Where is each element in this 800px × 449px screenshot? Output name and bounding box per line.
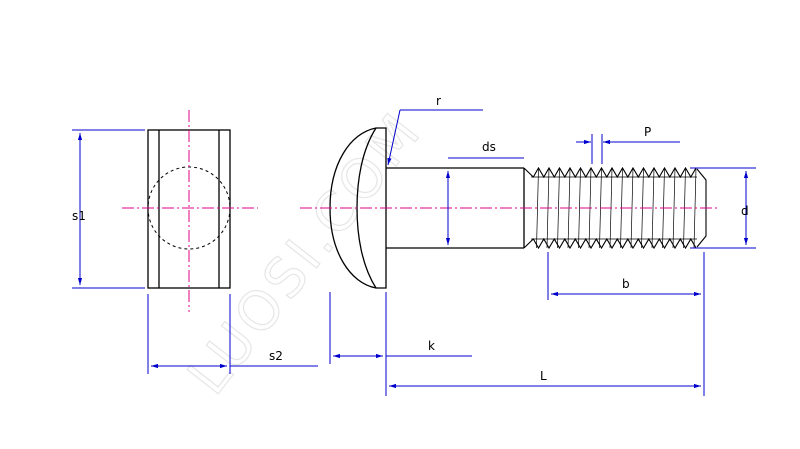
dimension-ds <box>445 157 524 245</box>
label-p: P <box>644 125 651 139</box>
thread-top-profile <box>523 166 697 179</box>
dimension-s1 <box>72 129 145 289</box>
label-b: b <box>622 277 630 291</box>
label-k: k <box>428 339 435 353</box>
thread-bottom-profile <box>523 237 697 250</box>
thread-crest-line <box>672 167 676 249</box>
dimension-s2 <box>147 294 318 374</box>
dimension-b <box>547 252 705 396</box>
dimension-k <box>329 292 472 396</box>
dimension-d <box>690 167 756 249</box>
label-ds: ds <box>482 140 496 154</box>
watermark-text: LUOSI.COM <box>176 100 435 406</box>
thread-crest-line <box>651 167 655 249</box>
thread-crest-line <box>536 167 539 249</box>
thread-crest-line <box>578 167 581 249</box>
side-view-centerlines <box>122 110 258 312</box>
label-L: L <box>540 369 547 383</box>
label-s2: s2 <box>269 349 283 363</box>
thread-crest-line <box>557 167 560 249</box>
label-s1: s1 <box>72 209 86 223</box>
label-r: r <box>436 94 441 108</box>
dimension-r <box>387 109 483 166</box>
dimension-p <box>576 134 680 164</box>
label-d: d <box>741 204 749 218</box>
r-leader-arrow <box>387 109 401 166</box>
